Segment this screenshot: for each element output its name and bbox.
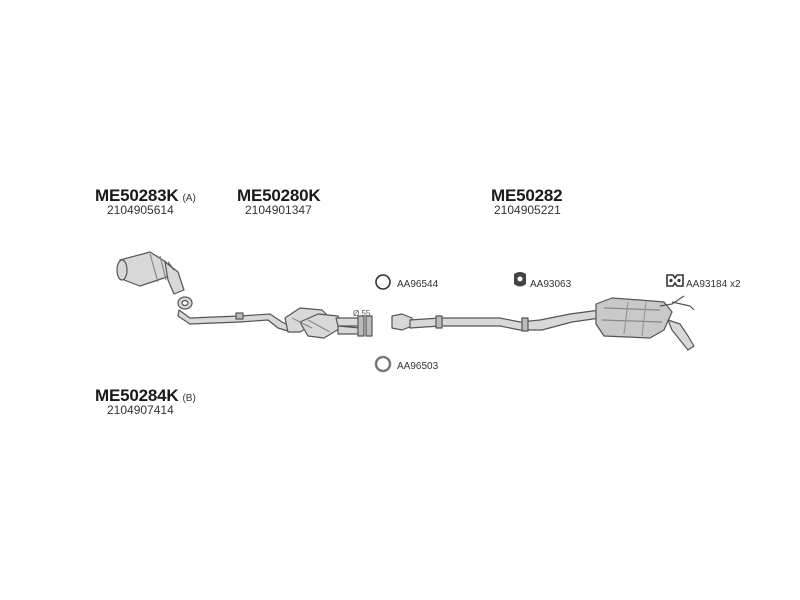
rear-pipe: [391, 309, 601, 332]
front-catalytic-converter: [116, 251, 185, 295]
part-variant: (B): [182, 393, 196, 404]
rubber-mount-icon: [514, 272, 526, 287]
part-variant: (A): [182, 193, 196, 204]
part-code: ME50283K: [95, 186, 179, 205]
accessory-quantity: x2: [729, 279, 741, 290]
front-pipe: [177, 296, 291, 332]
gasket-icon: [374, 355, 392, 373]
rear-muffler: [595, 295, 695, 351]
part-number: 2104905614: [107, 203, 174, 217]
accessory-code: AA93184: [686, 279, 728, 290]
part-label-me50280k: ME50280K 2104901347: [237, 186, 321, 217]
part-label-me50284k: ME50284K(B) 2104907414: [95, 386, 196, 417]
part-number: 2104905221: [494, 203, 561, 217]
part-number: 2104901347: [245, 203, 312, 217]
accessory-code-aa96544: AA96544: [397, 279, 439, 290]
part-label-me50283k: ME50283K(A) 2104905614: [95, 186, 196, 217]
part-label-me50282: ME50282 2104905221: [491, 186, 563, 217]
hanger-icon: [666, 274, 684, 287]
accessory-code-aa93184: AA93184 x2: [686, 279, 741, 290]
accessory-code-aa96503: AA96503: [397, 361, 439, 372]
diameter-label: Ø 55: [353, 309, 371, 318]
part-number: 2104907414: [107, 403, 174, 417]
ring-icon: [375, 274, 391, 290]
part-code: ME50282: [491, 186, 563, 205]
part-code: ME50280K: [237, 186, 321, 205]
part-code: ME50284K: [95, 386, 179, 405]
intermediate-converters: [284, 307, 373, 339]
accessory-code-aa93063: AA93063: [530, 279, 572, 290]
